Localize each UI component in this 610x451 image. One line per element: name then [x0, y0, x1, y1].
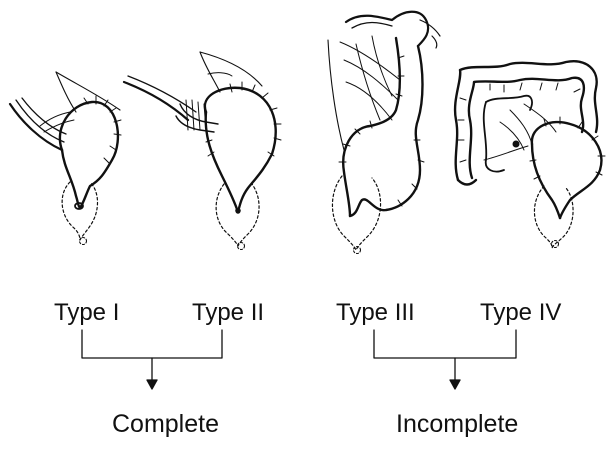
bracket-complete — [82, 330, 222, 389]
type-1-illustration — [10, 72, 121, 245]
type-1-label: Type I — [54, 300, 119, 326]
type-2-illustration — [124, 52, 281, 250]
incomplete-label: Incomplete — [396, 410, 518, 438]
type-4-label: Type IV — [480, 300, 561, 326]
type-2-label: Type II — [192, 300, 264, 326]
type-4-illustration — [455, 61, 605, 248]
bracket-incomplete — [374, 330, 516, 389]
type-3-illustration — [328, 12, 440, 254]
complete-label: Complete — [112, 410, 219, 438]
type-3-label: Type III — [336, 300, 415, 326]
